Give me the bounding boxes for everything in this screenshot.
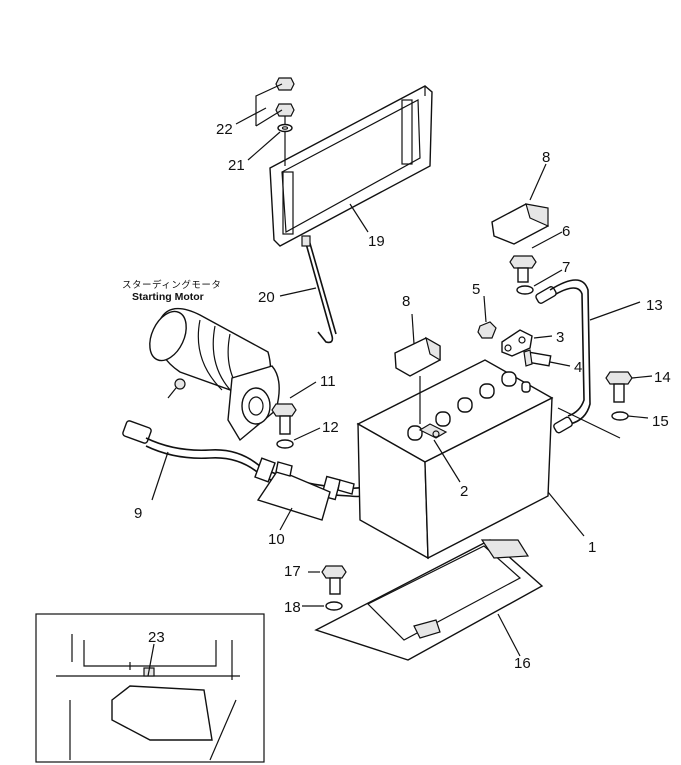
bolt-4 bbox=[523, 349, 552, 367]
callout-labels: 1 2 3 4 5 6 7 8 8 9 10 11 12 13 14 15 16… bbox=[134, 121, 671, 672]
label-16: 16 bbox=[514, 655, 531, 672]
terminal-clamp bbox=[501, 329, 533, 357]
washer-18 bbox=[325, 601, 343, 611]
terminal-cover-negative bbox=[491, 203, 549, 245]
label-5: 5 bbox=[472, 281, 480, 298]
washer-15 bbox=[611, 411, 629, 421]
label-13: 13 bbox=[646, 297, 663, 314]
negative-cable bbox=[535, 279, 591, 434]
label-18: 18 bbox=[284, 599, 301, 616]
nut-5 bbox=[477, 321, 497, 339]
label-22: 22 bbox=[216, 121, 233, 138]
label-4: 4 bbox=[574, 359, 582, 376]
label-20: 20 bbox=[258, 289, 275, 306]
label-17: 17 bbox=[284, 563, 301, 580]
label-11: 11 bbox=[320, 373, 336, 390]
bolt-17 bbox=[321, 565, 347, 595]
label-6: 6 bbox=[562, 223, 570, 240]
terminal-cover-positive bbox=[394, 336, 441, 424]
label-7: 7 bbox=[562, 259, 570, 276]
label-3: 3 bbox=[556, 329, 564, 346]
cable-clip-plate bbox=[256, 461, 355, 521]
bolt-14 bbox=[605, 371, 633, 403]
label-8-positive: 8 bbox=[402, 293, 410, 310]
label-9: 9 bbox=[134, 505, 142, 522]
label-14: 14 bbox=[654, 369, 671, 386]
bolt-6 bbox=[509, 255, 537, 283]
j-bolt bbox=[301, 235, 337, 344]
washer-12 bbox=[276, 439, 294, 449]
leader-lines bbox=[147, 83, 653, 677]
battery-tray bbox=[314, 539, 544, 661]
caption-jp: スターディングモータ bbox=[122, 279, 221, 291]
label-10: 10 bbox=[268, 531, 285, 548]
label-1: 1 bbox=[588, 539, 596, 556]
label-15: 15 bbox=[652, 413, 669, 430]
label-8-negative: 8 bbox=[542, 149, 550, 166]
starting-motor bbox=[149, 307, 280, 442]
battery bbox=[356, 359, 554, 560]
label-19: 19 bbox=[368, 233, 385, 250]
battery-caps bbox=[407, 371, 531, 441]
leader-15b bbox=[557, 407, 621, 439]
battery-hold-down-frame bbox=[269, 85, 433, 247]
label-21: 21 bbox=[228, 157, 245, 174]
label-2: 2 bbox=[460, 483, 468, 500]
label-12: 12 bbox=[322, 419, 339, 436]
nut-washer-set bbox=[275, 77, 295, 166]
starting-motor-caption: スターディングモータ Starting Motor bbox=[122, 279, 221, 303]
label-23: 23 bbox=[148, 629, 165, 646]
caption-en: Starting Motor bbox=[132, 291, 204, 303]
bolt-11 bbox=[271, 403, 297, 435]
washer-7 bbox=[516, 285, 534, 295]
